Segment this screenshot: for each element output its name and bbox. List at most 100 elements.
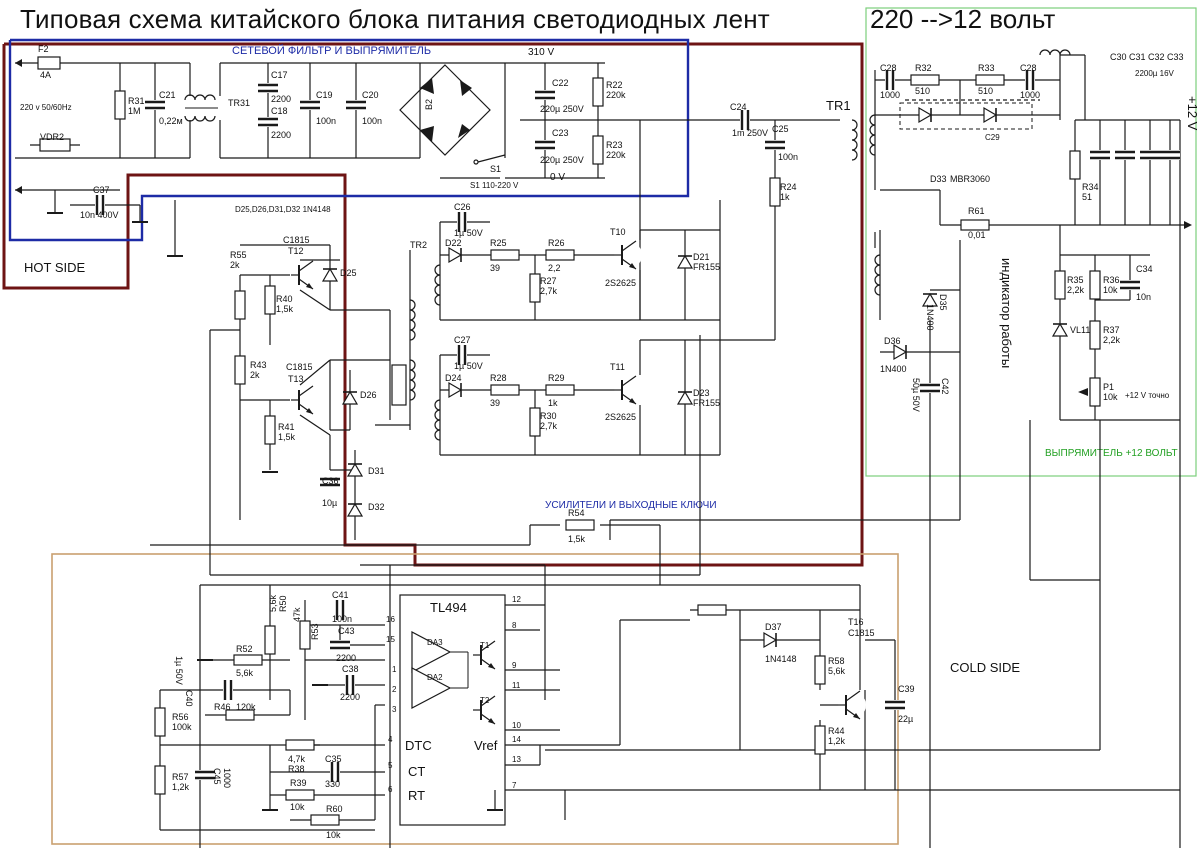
p1-potentiometer — [1089, 377, 1101, 407]
svg-text:D24: D24 — [445, 373, 462, 383]
svg-text:R23: R23 — [606, 140, 623, 150]
s1-switch — [473, 154, 506, 165]
c31-capacitor — [1113, 148, 1137, 162]
r58-resistor — [814, 655, 826, 685]
svg-text:R33: R33 — [978, 63, 995, 73]
svg-text:1m 250V: 1m 250V — [732, 128, 768, 138]
svg-text:D21: D21 — [693, 252, 710, 262]
svg-text:1,5k: 1,5k — [568, 534, 586, 544]
svg-text:0,01: 0,01 — [968, 230, 986, 240]
aux-winding-icon — [874, 254, 881, 296]
r40-resistor — [264, 285, 276, 315]
svg-text:R34: R34 — [1082, 182, 1099, 192]
r57-resistor — [154, 765, 166, 795]
svg-text:5,6k: 5,6k — [268, 594, 278, 612]
svg-text:C37: C37 — [93, 185, 110, 195]
svg-text:1000: 1000 — [880, 90, 900, 100]
tr2-secondary-icon — [434, 264, 441, 306]
svg-text:C39: C39 — [898, 684, 915, 694]
svg-text:TL494: TL494 — [430, 600, 467, 615]
control-wiring — [150, 232, 1180, 848]
r31-resistor — [114, 90, 126, 120]
svg-text:FR155: FR155 — [693, 262, 720, 272]
svg-text:C35: C35 — [325, 754, 342, 764]
svg-text:VL11: VL11 — [1070, 325, 1090, 335]
r43-resistor — [234, 355, 246, 385]
svg-text:1N4148: 1N4148 — [765, 654, 797, 664]
t10-transistor — [613, 240, 643, 270]
svg-text:D23: D23 — [693, 388, 710, 398]
svg-text:12: 12 — [512, 595, 521, 604]
svg-text:C24: C24 — [730, 102, 747, 112]
c20-capacitor — [344, 98, 368, 112]
svg-text:220µ 250V: 220µ 250V — [540, 104, 584, 114]
svg-text:P1: P1 — [1103, 382, 1114, 392]
svg-text:5,6k: 5,6k — [236, 668, 254, 678]
svg-text:D31: D31 — [368, 466, 385, 476]
svg-text:R31: R31 — [128, 96, 145, 106]
svg-text:DA2: DA2 — [427, 673, 443, 682]
r36-resistor — [1089, 270, 1101, 300]
c28-capacitor — [883, 68, 897, 92]
svg-text:2,7k: 2,7k — [540, 286, 558, 296]
svg-text:T11: T11 — [610, 362, 625, 372]
svg-text:2S2625: 2S2625 — [605, 278, 636, 288]
svg-text:1000: 1000 — [222, 768, 232, 788]
c23-capacitor — [533, 138, 557, 152]
svg-text:VDR2: VDR2 — [40, 132, 64, 142]
output-arrow-icon — [1184, 221, 1192, 229]
d33-diode — [983, 107, 997, 123]
svg-text:C28: C28 — [1020, 63, 1037, 73]
svg-text:2200: 2200 — [271, 94, 291, 104]
r29-resistor — [545, 384, 575, 396]
svg-text:10k: 10k — [1103, 285, 1118, 295]
svg-text:5,6k: 5,6k — [828, 666, 846, 676]
c17-capacitor — [256, 81, 280, 95]
svg-text:C18: C18 — [271, 106, 288, 116]
r27-resistor — [529, 273, 541, 303]
svg-text:510: 510 — [915, 86, 930, 96]
svg-text:1,5k: 1,5k — [276, 304, 294, 314]
r35-resistor — [1054, 270, 1066, 300]
r53-resistor — [299, 620, 311, 650]
svg-text:FR155: FR155 — [693, 398, 720, 408]
c19-capacitor — [298, 98, 322, 112]
svg-text:S1: S1 — [490, 164, 501, 174]
svg-text:TR2: TR2 — [410, 240, 427, 250]
svg-text:100n: 100n — [332, 614, 352, 624]
d33-diode — [918, 107, 932, 123]
c22-capacitor — [533, 88, 557, 102]
svg-text:2k: 2k — [250, 370, 260, 380]
svg-text:2200: 2200 — [340, 692, 360, 702]
svg-text:DA3: DA3 — [427, 638, 443, 647]
svg-text:C43: C43 — [338, 626, 355, 636]
d36-diode — [893, 344, 907, 360]
r44-resistor — [814, 725, 826, 755]
svg-text:7: 7 — [512, 781, 517, 790]
c18-capacitor — [256, 115, 280, 129]
t13-transistor — [290, 385, 320, 415]
f2-fuse — [37, 56, 61, 70]
svg-text:1,2k: 1,2k — [172, 782, 190, 792]
t11-transistor — [613, 375, 643, 405]
r60-resistor — [310, 814, 340, 826]
svg-text:R41: R41 — [278, 422, 295, 432]
r50-resistor — [264, 625, 276, 655]
svg-text:S1 110-220 V: S1 110-220 V — [470, 181, 519, 190]
svg-text:R24: R24 — [780, 182, 797, 192]
svg-text:10µ: 10µ — [322, 498, 337, 508]
svg-text:+12 V: +12 V — [1185, 96, 1200, 131]
r54-resistor — [565, 519, 595, 531]
svg-text:C27: C27 — [454, 335, 471, 345]
svg-text:R58: R58 — [828, 656, 845, 666]
svg-text:TR31: TR31 — [228, 98, 250, 108]
c32-capacitor — [1138, 148, 1162, 162]
r25-resistor — [490, 249, 520, 261]
svg-text:310 V: 310 V — [528, 47, 554, 58]
svg-text:DTC: DTC — [405, 738, 432, 753]
r37-resistor — [1089, 320, 1101, 350]
d23-diode — [677, 391, 693, 405]
svg-text:R43: R43 — [250, 360, 267, 370]
cold-side-caption: COLD SIDE — [950, 660, 1020, 675]
